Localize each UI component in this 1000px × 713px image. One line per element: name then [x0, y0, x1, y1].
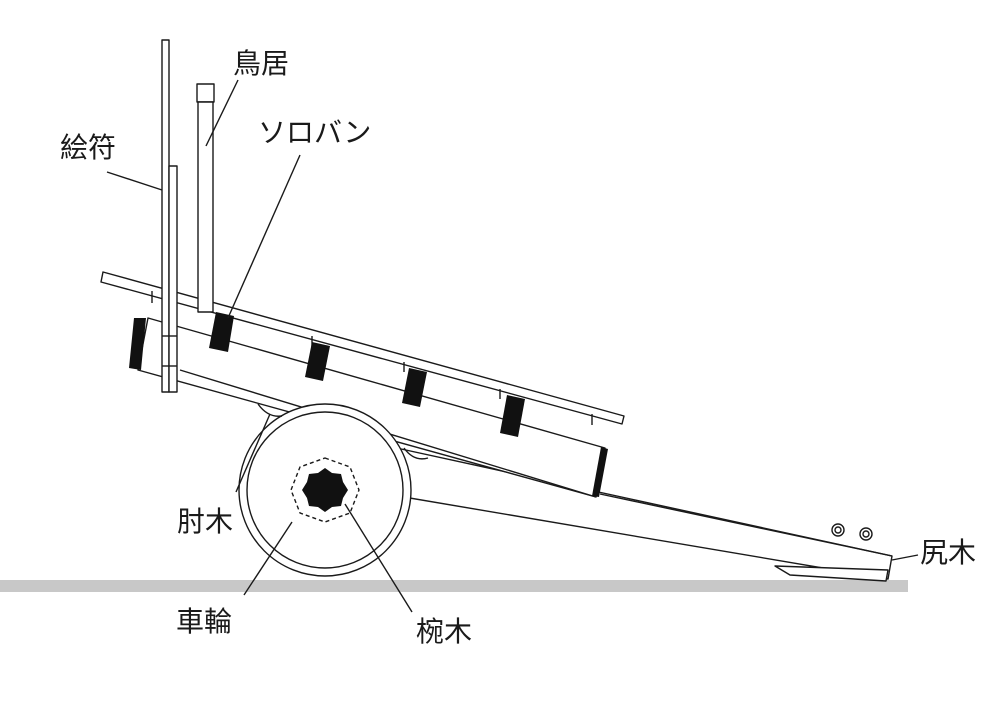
label-soroban: ソロバン — [258, 116, 372, 149]
efu-post — [161, 39, 170, 393]
soroban-block-3 — [402, 368, 427, 407]
leader-wangi — [344, 503, 413, 613]
label-wangi: 椀木 — [416, 615, 473, 648]
ring-1 — [831, 523, 845, 537]
leader-shirigi — [891, 554, 919, 561]
rear-skid — [774, 565, 889, 582]
label-shirigi: 尻木 — [920, 536, 977, 569]
soroban-block-4 — [500, 395, 525, 437]
label-sharin: 車輪 — [176, 605, 233, 638]
leader-hijiki — [235, 413, 271, 493]
ring-2 — [859, 527, 873, 541]
hijiki-piece — [257, 403, 283, 417]
label-torii: 鳥居 — [233, 47, 290, 80]
leader-torii — [205, 79, 239, 147]
wheel-hub-outline — [290, 457, 360, 523]
ground-line — [0, 580, 908, 592]
label-efu: 絵符 — [60, 131, 117, 164]
shirigi-beam — [391, 446, 893, 580]
leader-soroban — [227, 154, 301, 319]
wheel-inner — [246, 411, 404, 569]
soroban-block-2 — [305, 342, 330, 381]
soroban-block-1 — [209, 312, 234, 352]
beam-cap-right — [592, 447, 608, 497]
leader-efu — [106, 171, 163, 191]
wheel-hub — [302, 468, 348, 512]
beam-cap-left — [129, 318, 146, 370]
leader-sharin — [243, 521, 293, 596]
label-hijiki: 肘木 — [177, 505, 234, 538]
torii-post — [196, 83, 215, 103]
